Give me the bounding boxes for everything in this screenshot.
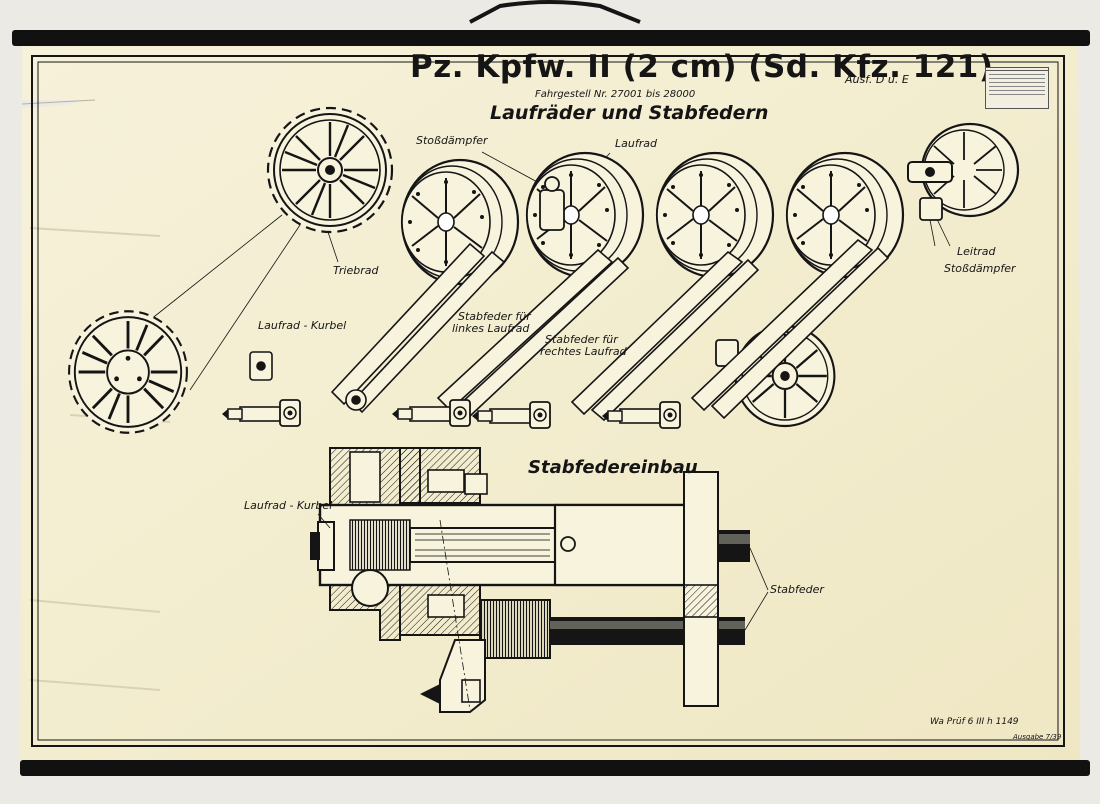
stossdaempfer-part: [539, 176, 943, 367]
bottom-rod: [20, 760, 1090, 776]
section-title-laufraeder: Laufräder und Stabfedern: [490, 102, 769, 124]
label-laufrad: Laufrad: [615, 137, 657, 150]
label-triebrad: Triebrad: [333, 264, 379, 277]
label-stossdaempfer: Stoßdämpfer: [416, 134, 488, 147]
footer-ausgabe: Ausgabe 7/39: [1013, 733, 1062, 741]
torsion-bars: [330, 238, 890, 422]
top-rod: [12, 30, 1090, 46]
cross-section-drawing: [310, 447, 769, 713]
note-box: [985, 67, 1049, 109]
leitrad: [907, 122, 1020, 218]
poster-title: Pz. Kpfw. II (2 cm) (Sd. Kfz. 121): [410, 49, 994, 85]
label-stossdaempfer-2: Stoßdämpfer: [944, 262, 1016, 275]
hanging-cord: [469, 0, 641, 24]
triebrad-side: [68, 310, 188, 434]
section-title-stabfedereinbau: Stabfedereinbau: [528, 457, 698, 478]
label-laufrad-kurbel-bottom: Laufrad - Kurbel: [244, 499, 333, 512]
paper-tear: [22, 100, 90, 108]
label-stabfeder-rechts-2: rechtes Laufrad: [540, 345, 627, 358]
label-stabfeder: Stabfeder: [770, 583, 824, 596]
border-inner: [37, 61, 1059, 741]
label-laufrad-kurbel-top: Laufrad - Kurbel: [258, 319, 347, 332]
crank-detail: [249, 351, 367, 411]
label-stabfeder-links-2: linkes Laufrad: [452, 322, 530, 335]
laufrad-3: [655, 151, 775, 279]
fahrgestell-label: Fahrgestell Nr. 27001 bis 28000: [535, 89, 696, 100]
label-leitrad: Leitrad: [957, 245, 996, 258]
ausf-label: Ausf. D u. E: [845, 73, 909, 86]
label-stabfeder-links-1: Stabfeder für: [458, 310, 531, 323]
triebrad-front: [266, 106, 394, 234]
footer-code: Wa Prüf 6 III h 1149: [930, 717, 1019, 727]
label-stabfeder-rechts-1: Stabfeder für: [545, 333, 618, 346]
border-outer: [31, 55, 1065, 747]
